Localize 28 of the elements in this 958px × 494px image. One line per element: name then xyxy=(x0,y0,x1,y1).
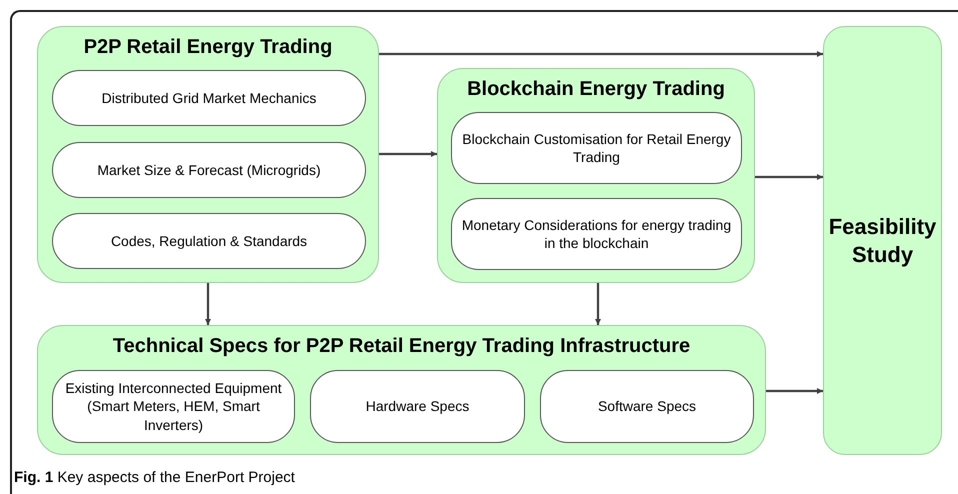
group-container xyxy=(437,68,755,283)
group-container xyxy=(37,325,766,455)
topic-box xyxy=(52,370,295,443)
topic-text: Software Specs xyxy=(598,397,696,416)
topic-box xyxy=(310,370,525,443)
arrow xyxy=(766,388,823,394)
arrow xyxy=(379,51,823,57)
arrow xyxy=(595,283,601,325)
topic-text: Market Size & Forecast (Microgrids) xyxy=(97,160,321,180)
topic-box xyxy=(540,370,754,443)
topic-text: Blockchain Customisation for Retail Energy Trading xyxy=(461,130,732,166)
group-heading: Technical Specs for P2P Retail Energy Trading Infrastructure xyxy=(112,334,690,359)
arrow xyxy=(379,151,437,157)
figure-caption: Fig. 1 Key aspects of the EnerPort Project xyxy=(14,468,295,488)
arrow xyxy=(755,174,823,180)
topic-text: Hardware Specs xyxy=(366,397,470,416)
topic-text: Distributed Grid Market Mechanics xyxy=(102,88,316,108)
arrow xyxy=(205,283,211,325)
topic-text: Monetary Considerations for energy trading in the blockchain xyxy=(460,216,732,252)
group-heading: P2P Retail Energy Trading xyxy=(84,35,332,60)
topic-text: Codes, Regulation & Standards xyxy=(110,232,308,250)
topic-box xyxy=(451,198,742,270)
result-box xyxy=(823,26,942,455)
result-text: Feasibility Study xyxy=(828,213,938,268)
topic-box xyxy=(451,112,742,184)
group-container xyxy=(37,26,379,283)
topic-text: Existing Interconnected Equipment (Smart Meters, HEM, Smart Inverters) xyxy=(64,379,283,434)
group-heading: Blockchain Energy Trading xyxy=(467,77,725,102)
